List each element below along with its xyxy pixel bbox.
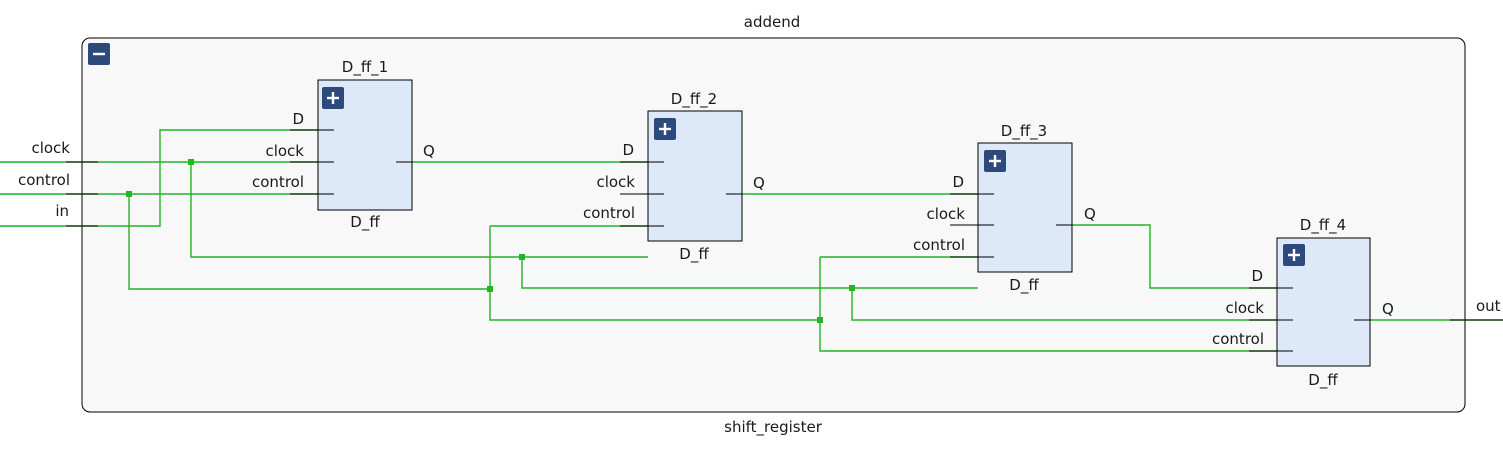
pin-control-label: control [1212, 330, 1264, 348]
expand-button[interactable] [984, 150, 1006, 172]
cell-instance-name: D_ff_2 [671, 90, 717, 109]
pin-d-label: D [622, 141, 634, 159]
cell-type-name: D_ff [679, 245, 709, 264]
cell-instance-name: D_ff_4 [1300, 216, 1346, 235]
expand-button[interactable] [654, 118, 676, 140]
input-port-in[interactable]: in [55, 202, 98, 227]
input-port-label: control [18, 171, 70, 189]
pin-clock-label: clock [926, 205, 965, 223]
cell-type-name: D_ff [1009, 276, 1039, 295]
net-control[interactable] [0, 193, 1277, 352]
input-port-label: clock [31, 139, 70, 157]
cell-d-ff-3[interactable]: D_ff_3 D clock control Q D_ff [913, 122, 1096, 295]
junction-dot [188, 159, 194, 165]
cell-instance-name: D_ff_3 [1001, 122, 1047, 141]
junction-dot [519, 254, 525, 260]
junction-dot [487, 286, 493, 292]
cell-d-ff-4[interactable]: D_ff_4 D clock control Q D_ff [1212, 216, 1394, 390]
cell-type-name: D_ff [1308, 371, 1338, 390]
input-port-clock[interactable]: clock [31, 139, 98, 163]
pin-control-label: control [252, 173, 304, 191]
junction-dot [817, 317, 823, 323]
pin-clock-label: clock [596, 173, 635, 191]
pin-d-label: D [1251, 267, 1263, 285]
net-q3-d4[interactable] [1072, 224, 1277, 289]
pin-q-label: Q [1084, 205, 1096, 223]
junction-dot [849, 285, 855, 291]
output-port-label: out [1476, 297, 1501, 315]
junction-dot [126, 191, 132, 197]
expand-button[interactable] [322, 87, 344, 109]
module-name-label: shift_register [724, 418, 823, 437]
pin-control-label: control [583, 204, 635, 222]
input-port-label: in [55, 202, 69, 220]
top-label: addend [744, 13, 801, 31]
pin-control-label: control [913, 236, 965, 254]
cell-instance-name: D_ff_1 [342, 58, 388, 77]
cell-d-ff-2[interactable]: D_ff_2 D clock control Q D_ff [583, 90, 765, 264]
pin-clock-label: clock [265, 142, 304, 160]
pin-q-label: Q [753, 174, 765, 192]
pin-q-label: Q [1382, 300, 1394, 318]
collapse-button[interactable] [88, 43, 110, 65]
module-frame[interactable] [81, 37, 1466, 413]
pin-clock-label: clock [1225, 299, 1264, 317]
net-clock[interactable] [0, 161, 1277, 321]
cell-d-ff-1[interactable]: D_ff_1 D clock control Q D_ff [252, 58, 435, 232]
pin-d-label: D [952, 173, 964, 191]
output-port-out[interactable]: out [1450, 297, 1503, 321]
pin-d-label: D [292, 110, 304, 128]
expand-button[interactable] [1283, 244, 1305, 266]
junctions [126, 159, 855, 323]
pin-q-label: Q [423, 142, 435, 160]
input-port-control[interactable]: control [18, 171, 98, 195]
cell-type-name: D_ff [350, 213, 380, 232]
